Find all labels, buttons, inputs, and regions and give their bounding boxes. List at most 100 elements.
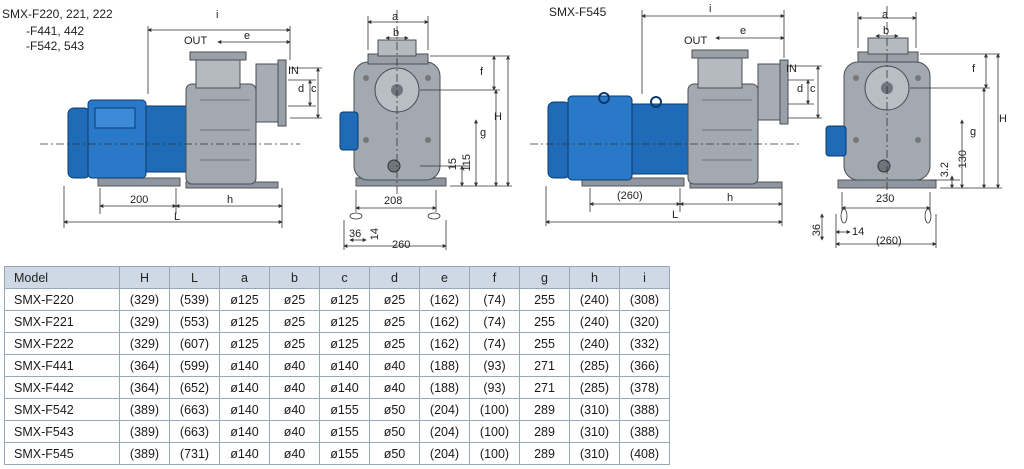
cell-b: ø40 — [269, 376, 320, 399]
cell-b: ø40 — [269, 398, 320, 421]
cell-c: ø155 — [319, 398, 370, 421]
cell-a: ø140 — [219, 354, 270, 377]
left-label-in: IN — [288, 65, 299, 77]
cell-H: (389) — [119, 442, 170, 465]
cell-a: ø140 — [219, 376, 270, 399]
cell-d: ø50 — [369, 442, 420, 465]
cell-h: (285) — [569, 354, 620, 377]
left-front-dim-36: 36 — [349, 228, 362, 240]
table-header-row: Model H L a b c d e f g h i — [4, 266, 670, 289]
right-front-dim-230: 230 — [876, 193, 895, 205]
left-front-dim-H: H — [494, 111, 502, 123]
left-front-dim-15: 15 — [447, 158, 459, 171]
cell-e: (162) — [419, 310, 470, 333]
cell-b: ø40 — [269, 354, 320, 377]
right-front-dim-H: H — [999, 113, 1007, 125]
cell-f: (74) — [469, 288, 520, 311]
header-h: h — [569, 266, 620, 289]
cell-h: (310) — [569, 398, 620, 421]
cell-f: (100) — [469, 398, 520, 421]
cell-e: (204) — [419, 442, 470, 465]
left-front-dim-a: a — [392, 11, 399, 23]
cell-g: 289 — [519, 442, 570, 465]
left-front-dim-260: 260 — [392, 239, 411, 251]
header-d: d — [369, 266, 420, 289]
cell-e: (188) — [419, 376, 470, 399]
dimension-drawings — [40, 6, 1002, 250]
right-side-dimension-lines — [530, 10, 822, 226]
right-title: SMX-F545 — [549, 5, 607, 19]
header-e: e — [419, 266, 470, 289]
right-front-view-pump — [825, 37, 937, 189]
left-dim-L: L — [174, 211, 181, 223]
left-front-view-pump — [339, 39, 447, 187]
cell-model: SMX-F220 — [4, 288, 120, 311]
right-label-out: OUT — [684, 35, 708, 47]
cell-b: ø25 — [269, 332, 320, 355]
left-title-line-2: -F441, 442 — [26, 24, 85, 38]
cell-e: (162) — [419, 332, 470, 355]
cell-L: (607) — [169, 332, 220, 355]
cell-H: (389) — [119, 420, 170, 443]
right-dim-260p: (260) — [617, 190, 643, 202]
header-f: f — [469, 266, 520, 289]
cell-model: SMX-F543 — [4, 420, 120, 443]
right-dim-e: e — [740, 25, 747, 37]
cell-c: ø125 — [319, 288, 370, 311]
left-side-dimension-lines — [40, 26, 322, 228]
left-dim-i: i — [216, 9, 219, 21]
cell-g: 271 — [519, 354, 570, 377]
cell-i: (332) — [619, 332, 670, 355]
right-front-dim-130: 130 — [957, 150, 969, 169]
cell-h: (285) — [569, 376, 620, 399]
cell-f: (74) — [469, 310, 520, 333]
right-front-dim-14: 14 — [852, 226, 865, 238]
cell-e: (188) — [419, 354, 470, 377]
cell-L: (553) — [169, 310, 220, 333]
cell-c: ø125 — [319, 332, 370, 355]
cell-f: (100) — [469, 420, 520, 443]
header-c: c — [319, 266, 370, 289]
cell-f: (100) — [469, 442, 520, 465]
left-dim-d: d — [298, 83, 305, 95]
cell-g: 255 — [519, 332, 570, 355]
dimension-table: Model H L a b c d e f g h i SMX-F220(329… — [4, 266, 670, 465]
right-dim-i: i — [709, 3, 712, 15]
cell-c: ø155 — [319, 442, 370, 465]
cell-model: SMX-F545 — [4, 442, 120, 465]
cell-a: ø125 — [219, 332, 270, 355]
cell-c: ø155 — [319, 420, 370, 443]
cell-i: (308) — [619, 288, 670, 311]
cell-d: ø25 — [369, 288, 420, 311]
right-front-dim-260p: (260) — [876, 235, 902, 247]
cell-model: SMX-F542 — [4, 398, 120, 421]
header-H: H — [119, 266, 170, 289]
cell-a: ø125 — [219, 288, 270, 311]
cell-H: (329) — [119, 288, 170, 311]
cell-d: ø25 — [369, 332, 420, 355]
cell-d: ø40 — [369, 354, 420, 377]
cell-d: ø50 — [369, 398, 420, 421]
left-title-line-3: -F542, 543 — [26, 39, 85, 53]
header-i: i — [619, 266, 670, 289]
left-front-dim-208: 208 — [384, 195, 403, 207]
cell-L: (599) — [169, 354, 220, 377]
cell-L: (731) — [169, 442, 220, 465]
cell-b: ø40 — [269, 442, 320, 465]
cell-i: (388) — [619, 420, 670, 443]
cell-h: (310) — [569, 420, 620, 443]
right-front-dim-f: f — [972, 63, 976, 75]
cell-a: ø125 — [219, 310, 270, 333]
cell-a: ø140 — [219, 398, 270, 421]
cell-H: (364) — [119, 354, 170, 377]
cell-b: ø25 — [269, 310, 320, 333]
cell-h: (240) — [569, 332, 620, 355]
cell-c: ø125 — [319, 310, 370, 333]
left-front-dim-f: f — [480, 66, 484, 78]
